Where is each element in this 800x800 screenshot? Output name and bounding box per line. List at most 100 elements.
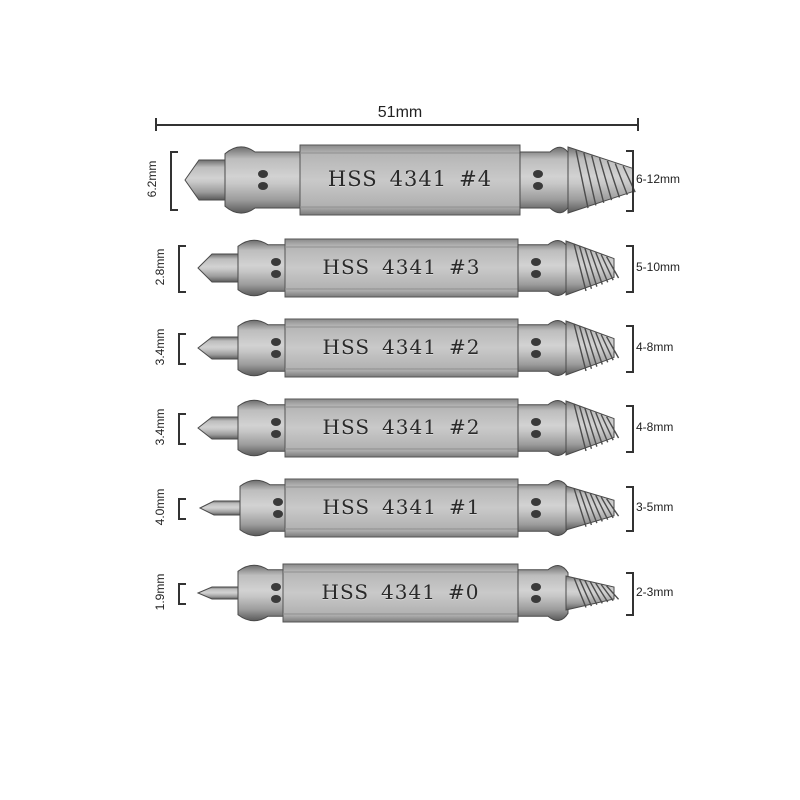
dimension-line	[632, 325, 634, 371]
dimension-tick	[170, 209, 178, 211]
engraving-part: 4341	[381, 580, 436, 604]
dimension-tick	[178, 518, 186, 520]
dimension-tick	[178, 291, 186, 293]
right-collar	[517, 480, 569, 536]
drill-size-label: 2.8mm	[153, 248, 167, 286]
left-collar	[237, 399, 286, 457]
drill-size-label: 1.9mm	[153, 573, 167, 611]
extractor-cone	[565, 240, 615, 296]
dimension-line	[178, 413, 180, 443]
engraving-part: #0	[447, 580, 480, 604]
bit-engraving: HSS 4341 #4	[300, 167, 520, 191]
extractor-bit	[198, 478, 620, 538]
dimension-tick	[626, 614, 634, 616]
right-collar	[517, 565, 569, 621]
engraving-part: #2	[448, 335, 481, 359]
left-collar	[237, 239, 286, 297]
dimension-tick	[626, 530, 634, 532]
engraving-part: HSS	[321, 580, 370, 604]
overall-length-label: 51mm	[377, 104, 423, 121]
dimension-line	[632, 150, 634, 210]
dimension-tick	[626, 245, 634, 247]
drill-size-label: 6.2mm	[145, 160, 159, 198]
drill-tip	[197, 253, 241, 283]
bit-engraving: HSS 4341 #0	[283, 580, 518, 604]
dimension-line	[632, 405, 634, 451]
extractor-cone	[565, 400, 615, 456]
overall-length-line	[155, 124, 638, 126]
extractor-bit	[197, 238, 620, 298]
dimension-line	[178, 245, 180, 291]
drill-size-label: 3.4mm	[153, 408, 167, 446]
dimension-tick	[178, 245, 186, 247]
dimension-tick	[626, 451, 634, 453]
extractor-range-label: 2-3mm	[636, 585, 674, 599]
engraving-part: HSS	[322, 495, 371, 519]
dimension-tick	[178, 363, 186, 365]
left-collar	[224, 146, 301, 214]
hex-shank	[284, 478, 519, 538]
dimension-tick	[626, 325, 634, 327]
extractor-cone	[565, 320, 615, 376]
extractor-bit	[197, 318, 620, 378]
right-collar	[517, 400, 569, 456]
dimension-tick	[626, 486, 634, 488]
extractor-range-label: 4-8mm	[636, 420, 674, 434]
bit-engraving: HSS 4341 #1	[285, 495, 518, 519]
extractor-bit	[197, 398, 620, 458]
dimension-line	[632, 245, 634, 291]
extractor-range-label: 5-10mm	[636, 260, 681, 274]
dimension-tick	[626, 150, 634, 152]
dimension-tick	[178, 498, 186, 500]
dimension-tick	[626, 371, 634, 373]
overall-length-tick-left	[155, 118, 157, 131]
extractor-range-label: 3-5mm	[636, 500, 674, 514]
engraving-part: #2	[448, 415, 481, 439]
hex-shank	[284, 398, 519, 458]
hex-shank	[282, 563, 519, 623]
dimension-tick	[626, 210, 634, 212]
engraving-part: #1	[448, 495, 481, 519]
engraving-part: 4341	[382, 495, 437, 519]
dimension-line	[632, 486, 634, 530]
engraving-part: #4	[459, 167, 493, 191]
right-collar	[517, 240, 569, 296]
drill-tip	[184, 159, 228, 201]
drill-tip	[197, 416, 241, 440]
dimension-tick	[178, 443, 186, 445]
engraving-part: HSS	[327, 167, 378, 191]
hex-shank	[284, 238, 519, 298]
dimension-line	[178, 333, 180, 363]
dimension-tick	[178, 413, 186, 415]
dimension-tick	[170, 151, 178, 153]
dimension-tick	[626, 405, 634, 407]
engraving-part: HSS	[322, 335, 371, 359]
left-collar	[237, 319, 286, 377]
engraving-part: #3	[448, 255, 481, 279]
engraving-part: HSS	[322, 255, 371, 279]
overall-length-tick-right	[637, 118, 639, 131]
drill-tip	[197, 336, 241, 360]
dimension-tick	[178, 333, 186, 335]
extractor-bit	[184, 144, 636, 216]
dimension-tick	[626, 291, 634, 293]
left-collar	[239, 479, 286, 537]
drill-tip	[198, 500, 243, 516]
engraving-part: 4341	[382, 335, 437, 359]
dimension-tick	[178, 583, 186, 585]
engraving-part: 4341	[382, 255, 437, 279]
dimension-line	[178, 498, 180, 518]
bit-engraving: HSS 4341 #3	[285, 255, 518, 279]
hex-shank	[299, 144, 521, 216]
right-collar	[519, 146, 571, 214]
drill-size-label: 3.4mm	[153, 328, 167, 366]
hex-shank	[284, 318, 519, 378]
dimension-tick	[178, 603, 186, 605]
engraving-part: 4341	[389, 167, 448, 191]
drill-tip	[196, 586, 241, 600]
bit-engraving: HSS 4341 #2	[285, 335, 518, 359]
right-collar	[517, 320, 569, 376]
